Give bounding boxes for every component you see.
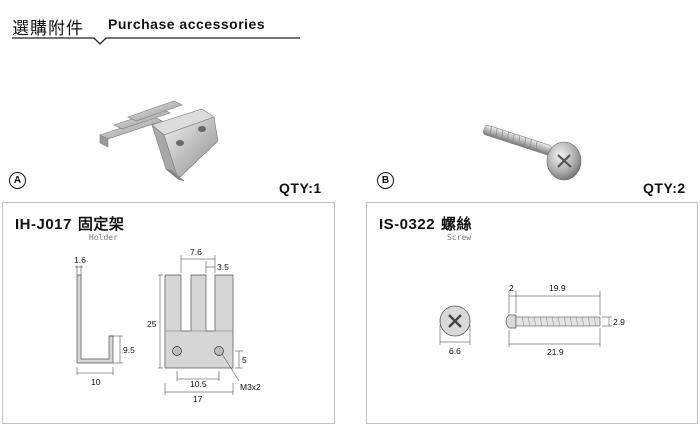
holder-dim-slot: 3.5 [217,262,229,272]
screw-name-en: Screw [447,233,472,242]
screw-title: IS-0322 螺絲 [379,213,472,234]
holder-name-zh: 固定架 [77,215,125,233]
item-a-badge: A [9,172,26,189]
screw-panel: IS-0322 螺絲 Screw 6.6 2 19.9 [366,202,698,424]
item-b-badge: B [377,172,394,189]
holder-drawing: 1.6 9.5 10 7.6 3.5 25 5 10.5 17 M3x2 [74,247,261,404]
screw-drawing: 6.6 2 19.9 2.9 21.9 [439,283,625,357]
item-b-qty: QTY:2 [643,180,686,196]
item-a-qty: QTY:1 [279,180,322,196]
holder-name-en: Holder [89,233,118,242]
holder-dim-depth: 10 [91,377,101,387]
holder-dim-spacing: 7.6 [190,247,202,257]
holder-dim-width: 17 [193,394,203,404]
holder-dim-screw: M3x2 [240,382,261,392]
screw-dim-head-dia: 6.6 [449,346,461,356]
holder-title: IH-J017 固定架 [15,213,124,234]
holder-dim-hole-span: 10.5 [190,379,207,389]
section-header: 選購附件 Purchase accessories [12,6,302,46]
screw-dim-head-length: 2 [509,283,514,293]
screw-dim-diameter: 2.9 [613,317,625,327]
holder-dim-leg: 9.5 [123,345,135,355]
header-title-zh: 選購附件 [12,19,84,39]
holder-dim-hole-offset: 5 [242,355,247,365]
screw-code: IS-0322 [379,216,436,233]
holder-dim-height: 25 [147,319,157,329]
screw-name-zh: 螺絲 [441,215,473,233]
screw-photo [483,124,582,181]
screw-dim-total-length: 21.9 [547,347,564,357]
holder-photo [99,100,219,182]
screw-dim-shaft-length: 19.9 [549,283,566,293]
holder-panel: IH-J017 固定架 Holder 1.6 9.5 10 [2,202,335,424]
header-underline [12,37,300,45]
header-title-en: Purchase accessories [108,16,266,32]
holder-code: IH-J017 [15,216,72,233]
holder-dim-thickness: 1.6 [74,255,86,265]
